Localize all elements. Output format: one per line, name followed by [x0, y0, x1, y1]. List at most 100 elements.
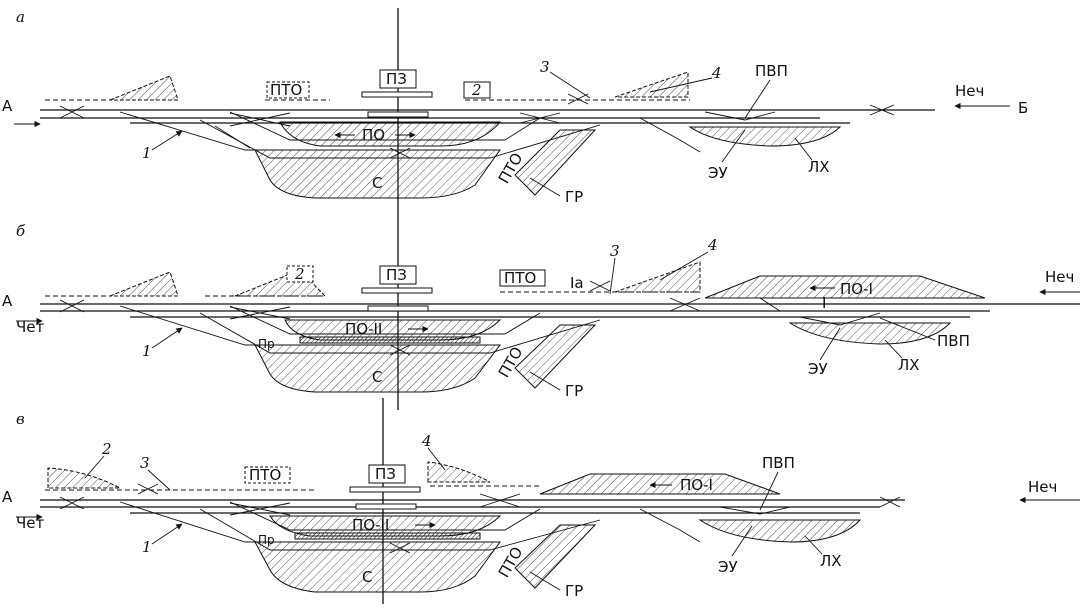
signal-marker [869, 104, 895, 116]
dashed-area-2 [47, 467, 121, 489]
leader-4 [427, 447, 446, 471]
dashed-area-right [614, 71, 689, 98]
leader-3 [147, 469, 171, 491]
label-a: А [2, 97, 13, 115]
eu-label: ЭУ [808, 360, 828, 378]
pr-label: Пр [258, 337, 275, 351]
gr-area [514, 129, 597, 196]
sorting-yard-s [254, 541, 501, 593]
po-i-label: ПО-I [840, 280, 873, 298]
label-i: I [822, 294, 826, 312]
label-3: 3 [610, 242, 620, 260]
box-2 [463, 81, 491, 99]
gr-leader [529, 571, 561, 591]
crossover-mid [479, 493, 521, 508]
label-a: А [2, 292, 13, 310]
ladder-left-2 [199, 508, 601, 551]
s-label: С [372, 174, 382, 192]
signal-marker [567, 93, 589, 105]
po-i-connector [759, 297, 781, 312]
pvp-leader [879, 317, 936, 341]
pr-label: Пр [258, 533, 275, 547]
po-ii-dense-strip [294, 532, 481, 540]
po-i-label: ПО-I [680, 476, 713, 494]
gr-area [514, 324, 597, 389]
panel-letter: в [16, 410, 25, 428]
eu-leader [721, 129, 746, 163]
lh-label: ЛХ [898, 356, 920, 374]
gr-label: ГР [565, 582, 583, 600]
label-nech: Неч [1028, 478, 1057, 496]
ladder-po [229, 501, 541, 531]
pto-box [499, 269, 546, 287]
eu-leader [819, 327, 841, 361]
label-1: 1 [142, 538, 152, 556]
crossover-left [229, 306, 291, 320]
ladder-left-2 [199, 312, 601, 354]
platform-mid [367, 111, 429, 118]
pvp-label: ПВП [762, 454, 795, 472]
po-ii-dense-strip [299, 336, 481, 344]
pz-box [368, 464, 406, 484]
platform-mid [355, 503, 417, 510]
receiving-yard-po-i [704, 275, 986, 299]
pvp-label: ПВП [937, 332, 970, 350]
label-4: 4 [711, 64, 722, 82]
leader-1 [151, 523, 183, 545]
platform-top [361, 91, 433, 98]
label-3: 3 [540, 58, 550, 76]
signal-marker [389, 147, 411, 159]
signal-marker [879, 496, 901, 508]
dashed-area-left [109, 271, 179, 297]
signal-markers [59, 93, 901, 554]
pvp-track [719, 506, 791, 515]
leader-4 [659, 251, 709, 281]
crossover-left [229, 502, 291, 516]
pto-box [244, 466, 291, 484]
sorting-yard-s [254, 344, 502, 393]
dashed-area-right [614, 261, 701, 293]
label-2: 2 [471, 81, 482, 99]
pvp-leader [744, 79, 771, 119]
label-1: 1 [142, 342, 152, 360]
pvp-track [704, 111, 776, 121]
pvp-leader [759, 471, 779, 511]
box-2 [286, 265, 314, 283]
label-ia: Iа [570, 274, 584, 292]
label-2: 2 [294, 265, 305, 283]
crossover-left [229, 112, 291, 127]
ladder-right [639, 508, 701, 543]
label-1: 1 [142, 144, 152, 162]
signal-marker [589, 280, 611, 292]
signal-marker [389, 344, 411, 356]
signal-marker [137, 483, 159, 495]
eu-leader [731, 525, 753, 557]
label-3: 3 [140, 454, 150, 472]
ladder-left-3 [214, 125, 251, 149]
leader-1 [151, 130, 183, 151]
sorting-yard-s [254, 149, 501, 199]
platform-top [349, 486, 421, 493]
pz-label: ПЗ [375, 465, 396, 483]
gr-label: ГР [565, 188, 583, 206]
pvp-label: ПВП [755, 62, 788, 80]
pto-label: ПТО [504, 269, 536, 287]
eu-lh-area [688, 126, 842, 147]
ladder-left-1 [119, 305, 500, 346]
pz-label: ПЗ [386, 266, 407, 284]
receiving-yard-po-i [539, 473, 781, 495]
ladder-po [229, 305, 541, 335]
po-label: ПО [362, 126, 385, 144]
gr-label: ГР [565, 382, 583, 400]
eu-label: ЭУ [708, 164, 728, 182]
label-a: А [2, 488, 13, 506]
gr-area [514, 524, 597, 589]
leader-4 [649, 77, 713, 93]
leader-3 [549, 71, 591, 99]
panel-a: а ПЗ ПТО 2 ПО [2, 8, 1028, 206]
pz-label: ПЗ [386, 70, 407, 88]
s-label: С [372, 368, 382, 386]
lh-leader [794, 137, 813, 161]
panel-c: в ПЗ ПТО ПО-II ПО-I С Пр ПТО ГР [2, 398, 1080, 604]
